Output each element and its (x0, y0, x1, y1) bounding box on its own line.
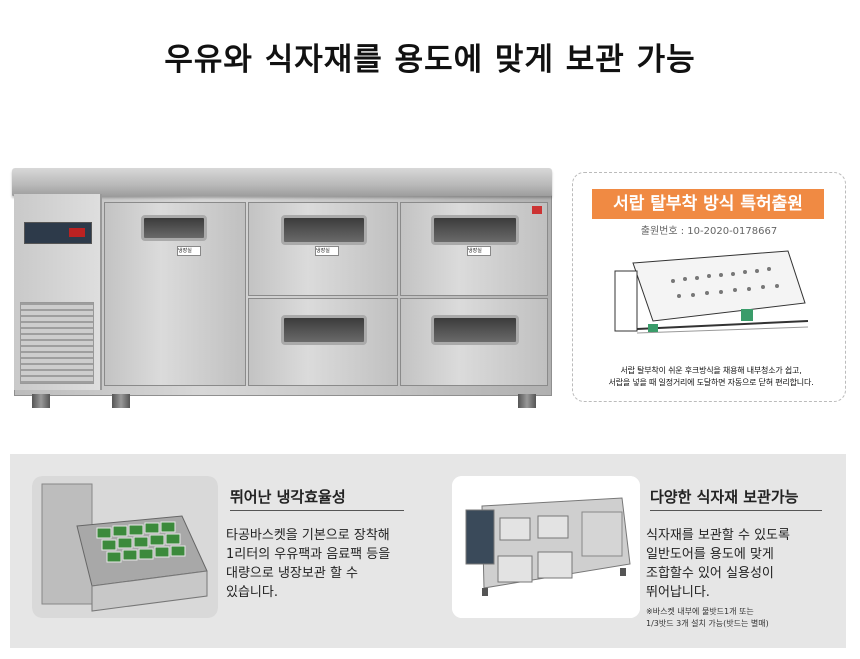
temperature-display (24, 222, 92, 244)
page-headline: 우유와 식자재를 용도에 맞게 보관 가능 (164, 42, 696, 78)
foot (518, 394, 536, 408)
door-label: 냉장실 (177, 246, 201, 256)
drawer-bottom-middle (248, 298, 398, 386)
foot (32, 394, 50, 408)
door-handle (141, 215, 207, 241)
hinged-door: 냉장실 (104, 202, 246, 386)
footnote-line: ※바스켓 내부에 물밧드1개 또는 (646, 607, 754, 616)
basket-drawer-image (32, 476, 218, 618)
fridge-countertop (12, 168, 552, 196)
feature-line: 뛰어납니다. (646, 585, 710, 600)
drawer-label: 냉장실 (467, 246, 491, 256)
drawer-handle (281, 215, 367, 245)
drawer-label: 냉장실 (315, 246, 339, 256)
feature-line: 대량으로 냉장보관 할 수 (226, 566, 358, 581)
feature-title: 뛰어난 냉각효율성 (230, 488, 346, 506)
vent-grille (20, 302, 94, 384)
feature-footnote: ※바스켓 내부에 물밧드1개 또는 1/3밧드 3개 설치 가능(밧드는 별매) (646, 606, 842, 630)
fridge-illustration: 냉장실 냉장실 냉장실 (12, 168, 552, 410)
feature-title: 다양한 식자재 보관가능 (650, 488, 799, 506)
foot (112, 394, 130, 408)
drawer-top-right: 냉장실 (400, 202, 548, 296)
drawer-handle (281, 315, 367, 345)
feature-line: 조합할수 있어 실용성이 (646, 566, 774, 581)
feature-line: 1리터의 우유팩과 음료팩 등을 (226, 547, 391, 562)
combination-fridge-image (452, 476, 640, 618)
feature-description: 타공바스켓을 기본으로 장착해 1리터의 우유팩과 음료팩 등을 대량으로 냉장… (226, 526, 426, 602)
patent-note: 서랍 탈부착이 쉬운 후크방식을 채용해 내부청소가 쉽고, 서랍을 넣을 때 … (577, 365, 845, 389)
feature-divider (230, 510, 404, 511)
drawer-rail-diagram (614, 250, 809, 334)
patent-number: 출원번호 : 10-2020-0178667 (640, 226, 778, 237)
feature-line: 타공바스켓을 기본으로 장착해 (226, 528, 390, 543)
feature-line: 있습니다. (226, 585, 278, 600)
patent-note-line: 서랍 탈부착이 쉬운 후크방식을 채용해 내부청소가 쉽고, (620, 366, 802, 375)
feature-line: 일반도어를 용도에 맞게 (646, 547, 774, 562)
feature-line: 식자재를 보관할 수 있도록 (646, 528, 790, 543)
brand-badge (532, 206, 542, 214)
basket-illustration (32, 476, 218, 618)
control-panel (14, 194, 102, 390)
drawer-top-middle: 냉장실 (248, 202, 398, 296)
patent-note-line: 서랍을 넣을 때 일정거리에 도달하면 자동으로 닫혀 편리합니다. (608, 378, 814, 387)
open-fridge-illustration (452, 476, 640, 618)
drawer-handle (431, 215, 519, 245)
footnote-line: 1/3밧드 3개 설치 가능(밧드는 별매) (646, 619, 769, 628)
drawer-bottom-right (400, 298, 548, 386)
feature-band: 뛰어난 냉각효율성 타공바스켓을 기본으로 장착해 1리터의 우유팩과 음료팩 … (10, 454, 846, 648)
patent-title: 서랍 탈부착 방식 특허출원 (592, 189, 824, 219)
feature-divider (650, 510, 822, 511)
drawer-handle (431, 315, 519, 345)
feature-description: 식자재를 보관할 수 있도록 일반도어를 용도에 맞게 조합할수 있어 실용성이… (646, 526, 842, 602)
patent-callout: 서랍 탈부착 방식 특허출원 출원번호 : 10-2020-0178667 서랍… (572, 172, 846, 402)
